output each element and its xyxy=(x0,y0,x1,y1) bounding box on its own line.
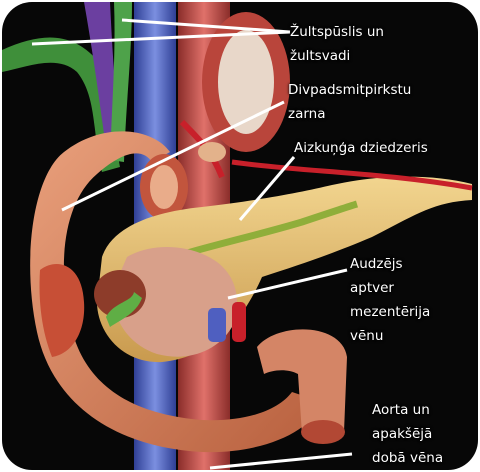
label-tumor: Audzējs aptver mezentērija vēnu xyxy=(350,252,430,348)
superior-mesenteric-vein xyxy=(208,308,226,342)
label-line: mezentērija xyxy=(350,300,430,324)
stomach-lumen xyxy=(218,30,274,134)
jejunum-opening xyxy=(301,420,345,444)
label-line: žultsvadi xyxy=(290,44,384,68)
leader-aorta xyxy=(210,454,352,468)
label-aorta-vena-cava: Aorta un apakšējā dobā vēna xyxy=(372,398,443,470)
label-line: Aorta un xyxy=(372,398,443,422)
label-line: Žultspūslis un xyxy=(290,20,384,44)
superior-mesenteric-artery xyxy=(232,302,246,342)
duodenum-opening-lumen xyxy=(150,165,178,209)
label-duodenum: Divpadsmitpirkstu zarna xyxy=(288,78,411,126)
label-line: aptver xyxy=(350,276,430,300)
label-line: vēnu xyxy=(350,324,430,348)
label-line: Aizkuņģa dziedzeris xyxy=(294,136,428,160)
lymph-node xyxy=(198,142,226,162)
label-pancreas: Aizkuņģa dziedzeris xyxy=(294,136,428,160)
label-line: dobā vēna xyxy=(372,446,443,470)
label-gallbladder-bile-ducts: Žultspūslis un žultsvadi xyxy=(290,20,384,68)
label-line: zarna xyxy=(288,102,411,126)
label-line: Audzējs xyxy=(350,252,430,276)
label-line: apakšējā xyxy=(372,422,443,446)
label-line: Divpadsmitpirkstu xyxy=(288,78,411,102)
